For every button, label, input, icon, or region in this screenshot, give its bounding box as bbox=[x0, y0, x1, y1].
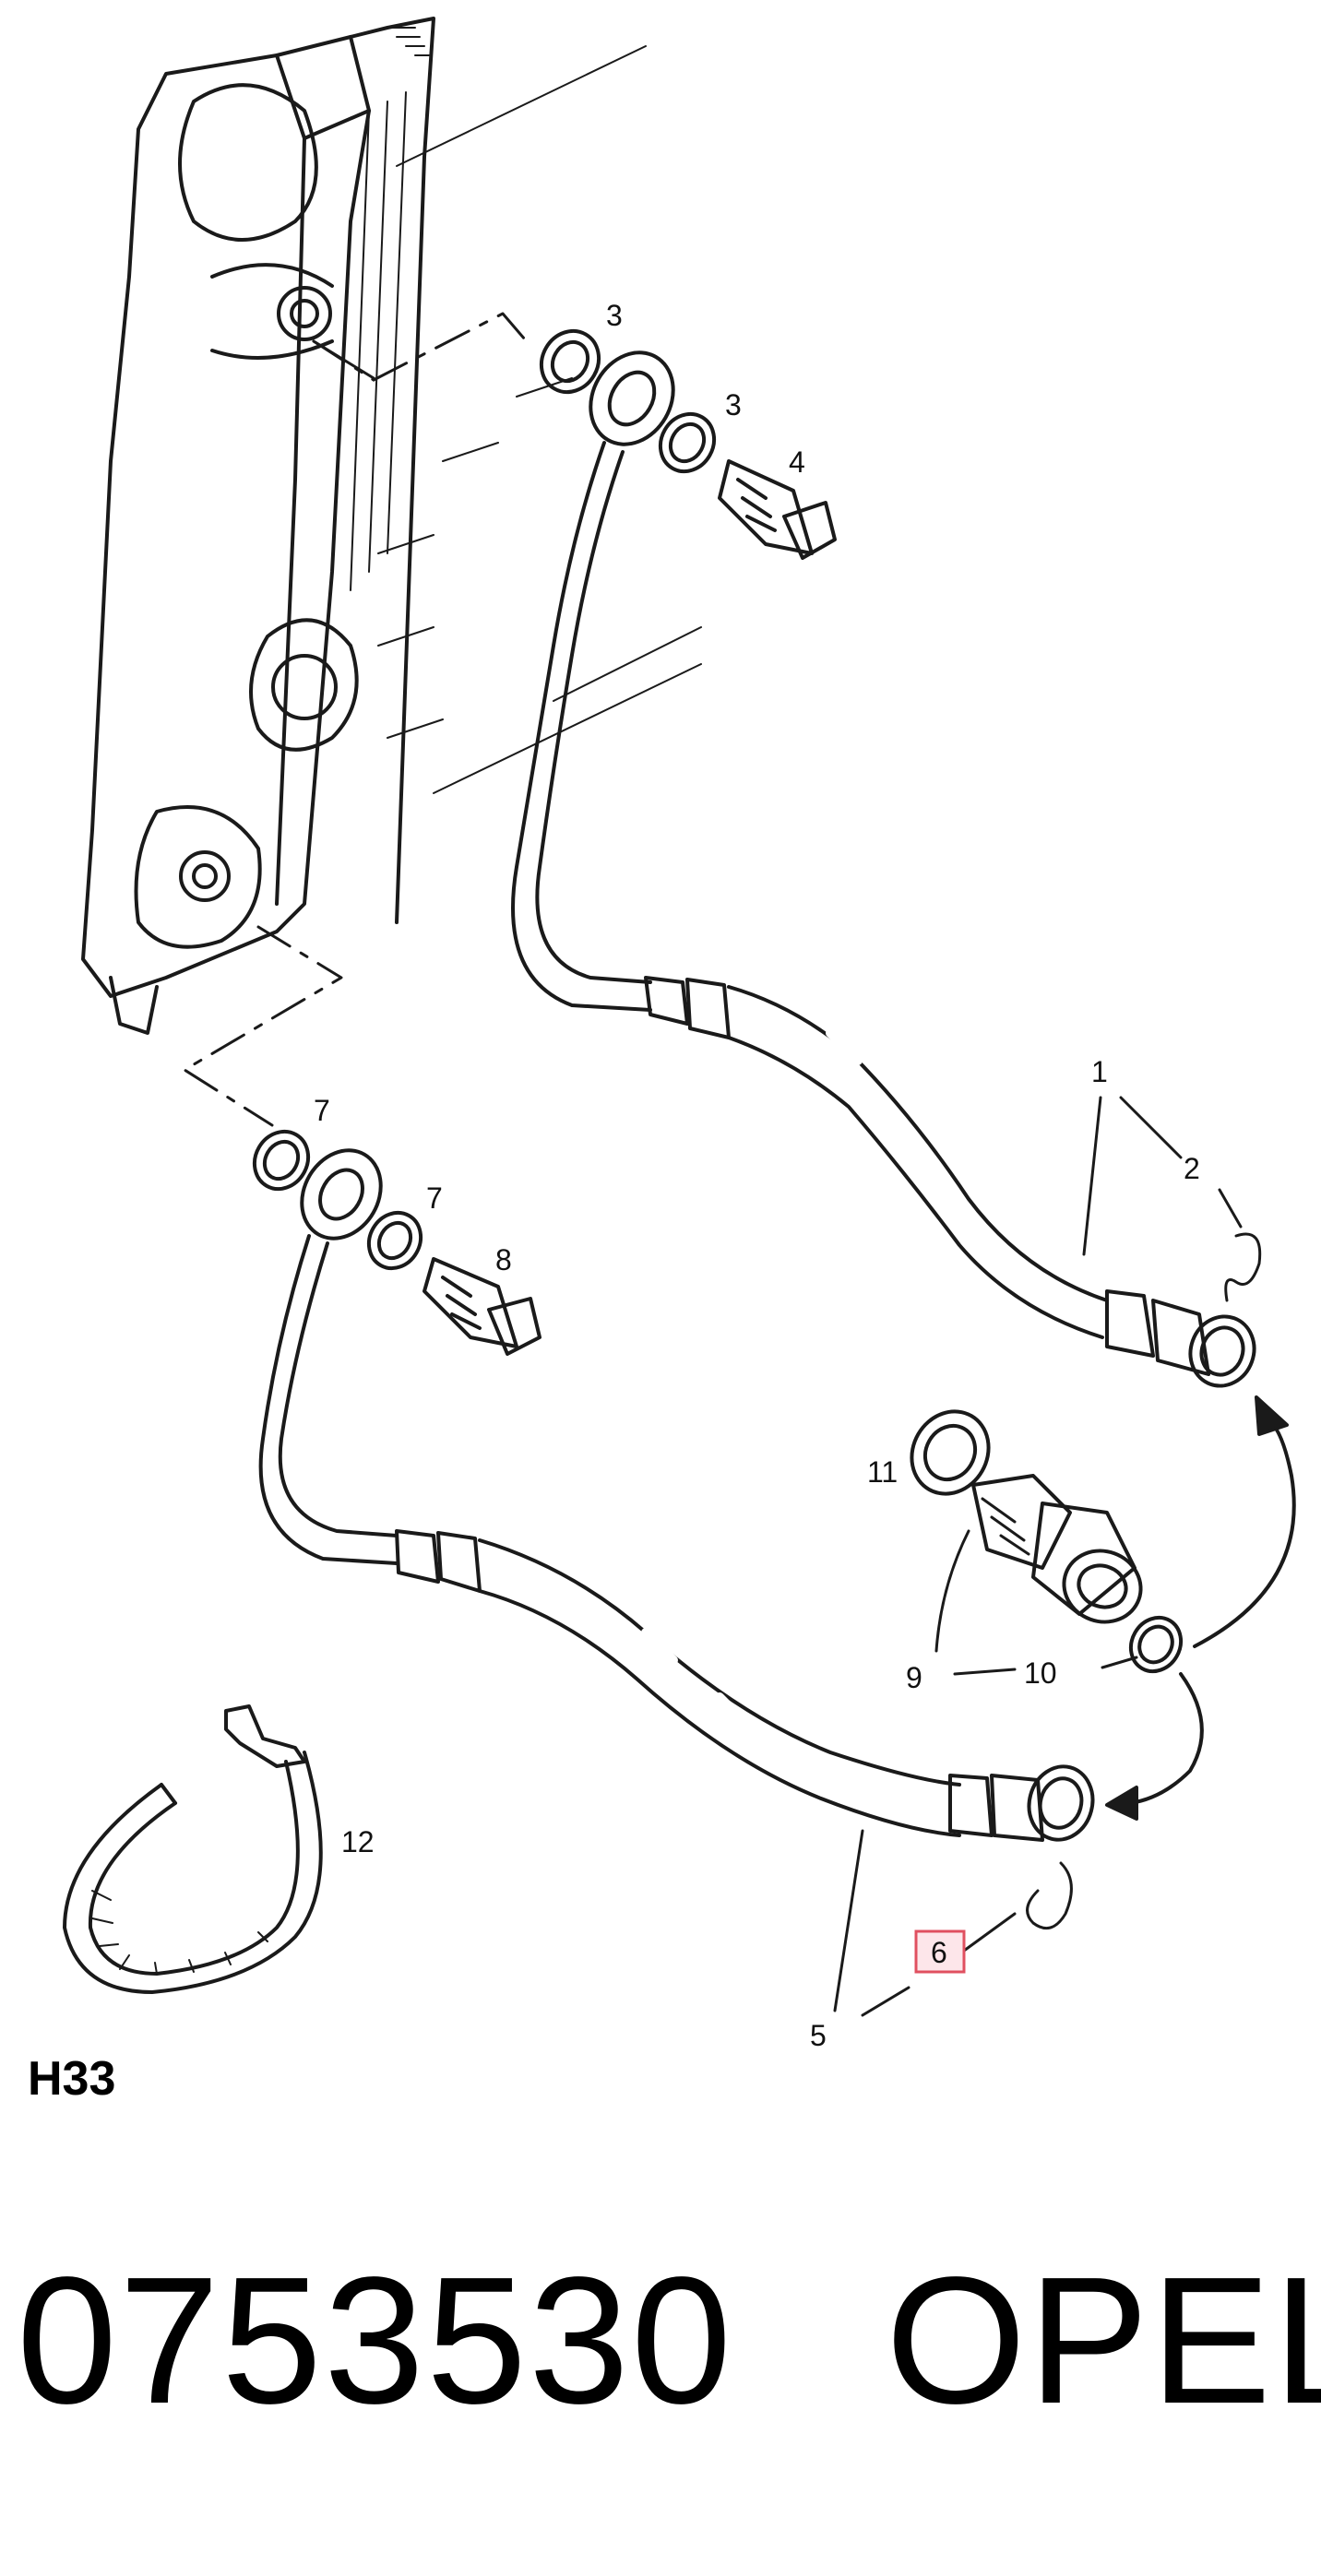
callout-10: 10 bbox=[1024, 1656, 1057, 1690]
part-number: 0753530 bbox=[17, 2239, 734, 2441]
callout-3-upper-right: 3 bbox=[725, 388, 742, 421]
lower-hose bbox=[258, 1234, 961, 1837]
diagram-code: H33 bbox=[28, 2052, 116, 2106]
lower-washer-right bbox=[366, 1210, 423, 1271]
union-adapter bbox=[971, 1474, 1143, 1624]
callout-6: 6 bbox=[931, 1936, 947, 1969]
callout-6-highlight bbox=[914, 1929, 966, 1974]
callout-2: 2 bbox=[1184, 1152, 1200, 1185]
brand-name: OPEL bbox=[886, 2239, 1321, 2441]
assembly-arrow-upper bbox=[1193, 1395, 1296, 1648]
callout-4: 4 bbox=[789, 445, 805, 479]
lower-banjo-eye bbox=[300, 1148, 383, 1241]
callout-3-upper-left: 3 bbox=[606, 299, 623, 332]
lower-quick-connector bbox=[948, 1764, 1095, 1842]
cable-tie bbox=[63, 1704, 323, 1994]
leader-lines bbox=[833, 1096, 1243, 2017]
upper-retaining-clip bbox=[1224, 1232, 1262, 1302]
callout-7-lower-right: 7 bbox=[426, 1181, 443, 1215]
callout-11: 11 bbox=[867, 1455, 898, 1489]
callout-12: 12 bbox=[341, 1825, 375, 1858]
callout-8: 8 bbox=[495, 1243, 512, 1276]
upper-banjo-eye bbox=[589, 350, 675, 446]
adapter-seal-ring-11 bbox=[910, 1409, 991, 1496]
centerlines bbox=[183, 312, 532, 1127]
lower-retaining-clip bbox=[1026, 1861, 1073, 1930]
callout-7-lower-left: 7 bbox=[314, 1094, 330, 1127]
upper-washer-right bbox=[658, 411, 717, 474]
upper-quick-connector bbox=[1105, 1289, 1256, 1388]
upper-washer-left bbox=[539, 328, 601, 395]
callout-9: 9 bbox=[906, 1661, 922, 1694]
lower-banjo-bolt bbox=[422, 1257, 541, 1356]
radiator-core bbox=[81, 17, 573, 1035]
callout-5: 5 bbox=[810, 2019, 827, 2052]
background-outline bbox=[396, 45, 702, 794]
callout-1: 1 bbox=[1091, 1055, 1108, 1088]
adapter-o-ring-10 bbox=[1128, 1615, 1184, 1674]
upper-banjo-bolt bbox=[718, 459, 837, 560]
assembly-arrow-lower bbox=[1105, 1672, 1204, 1821]
lower-washer-left bbox=[252, 1129, 311, 1192]
upper-hose bbox=[511, 441, 1109, 1339]
